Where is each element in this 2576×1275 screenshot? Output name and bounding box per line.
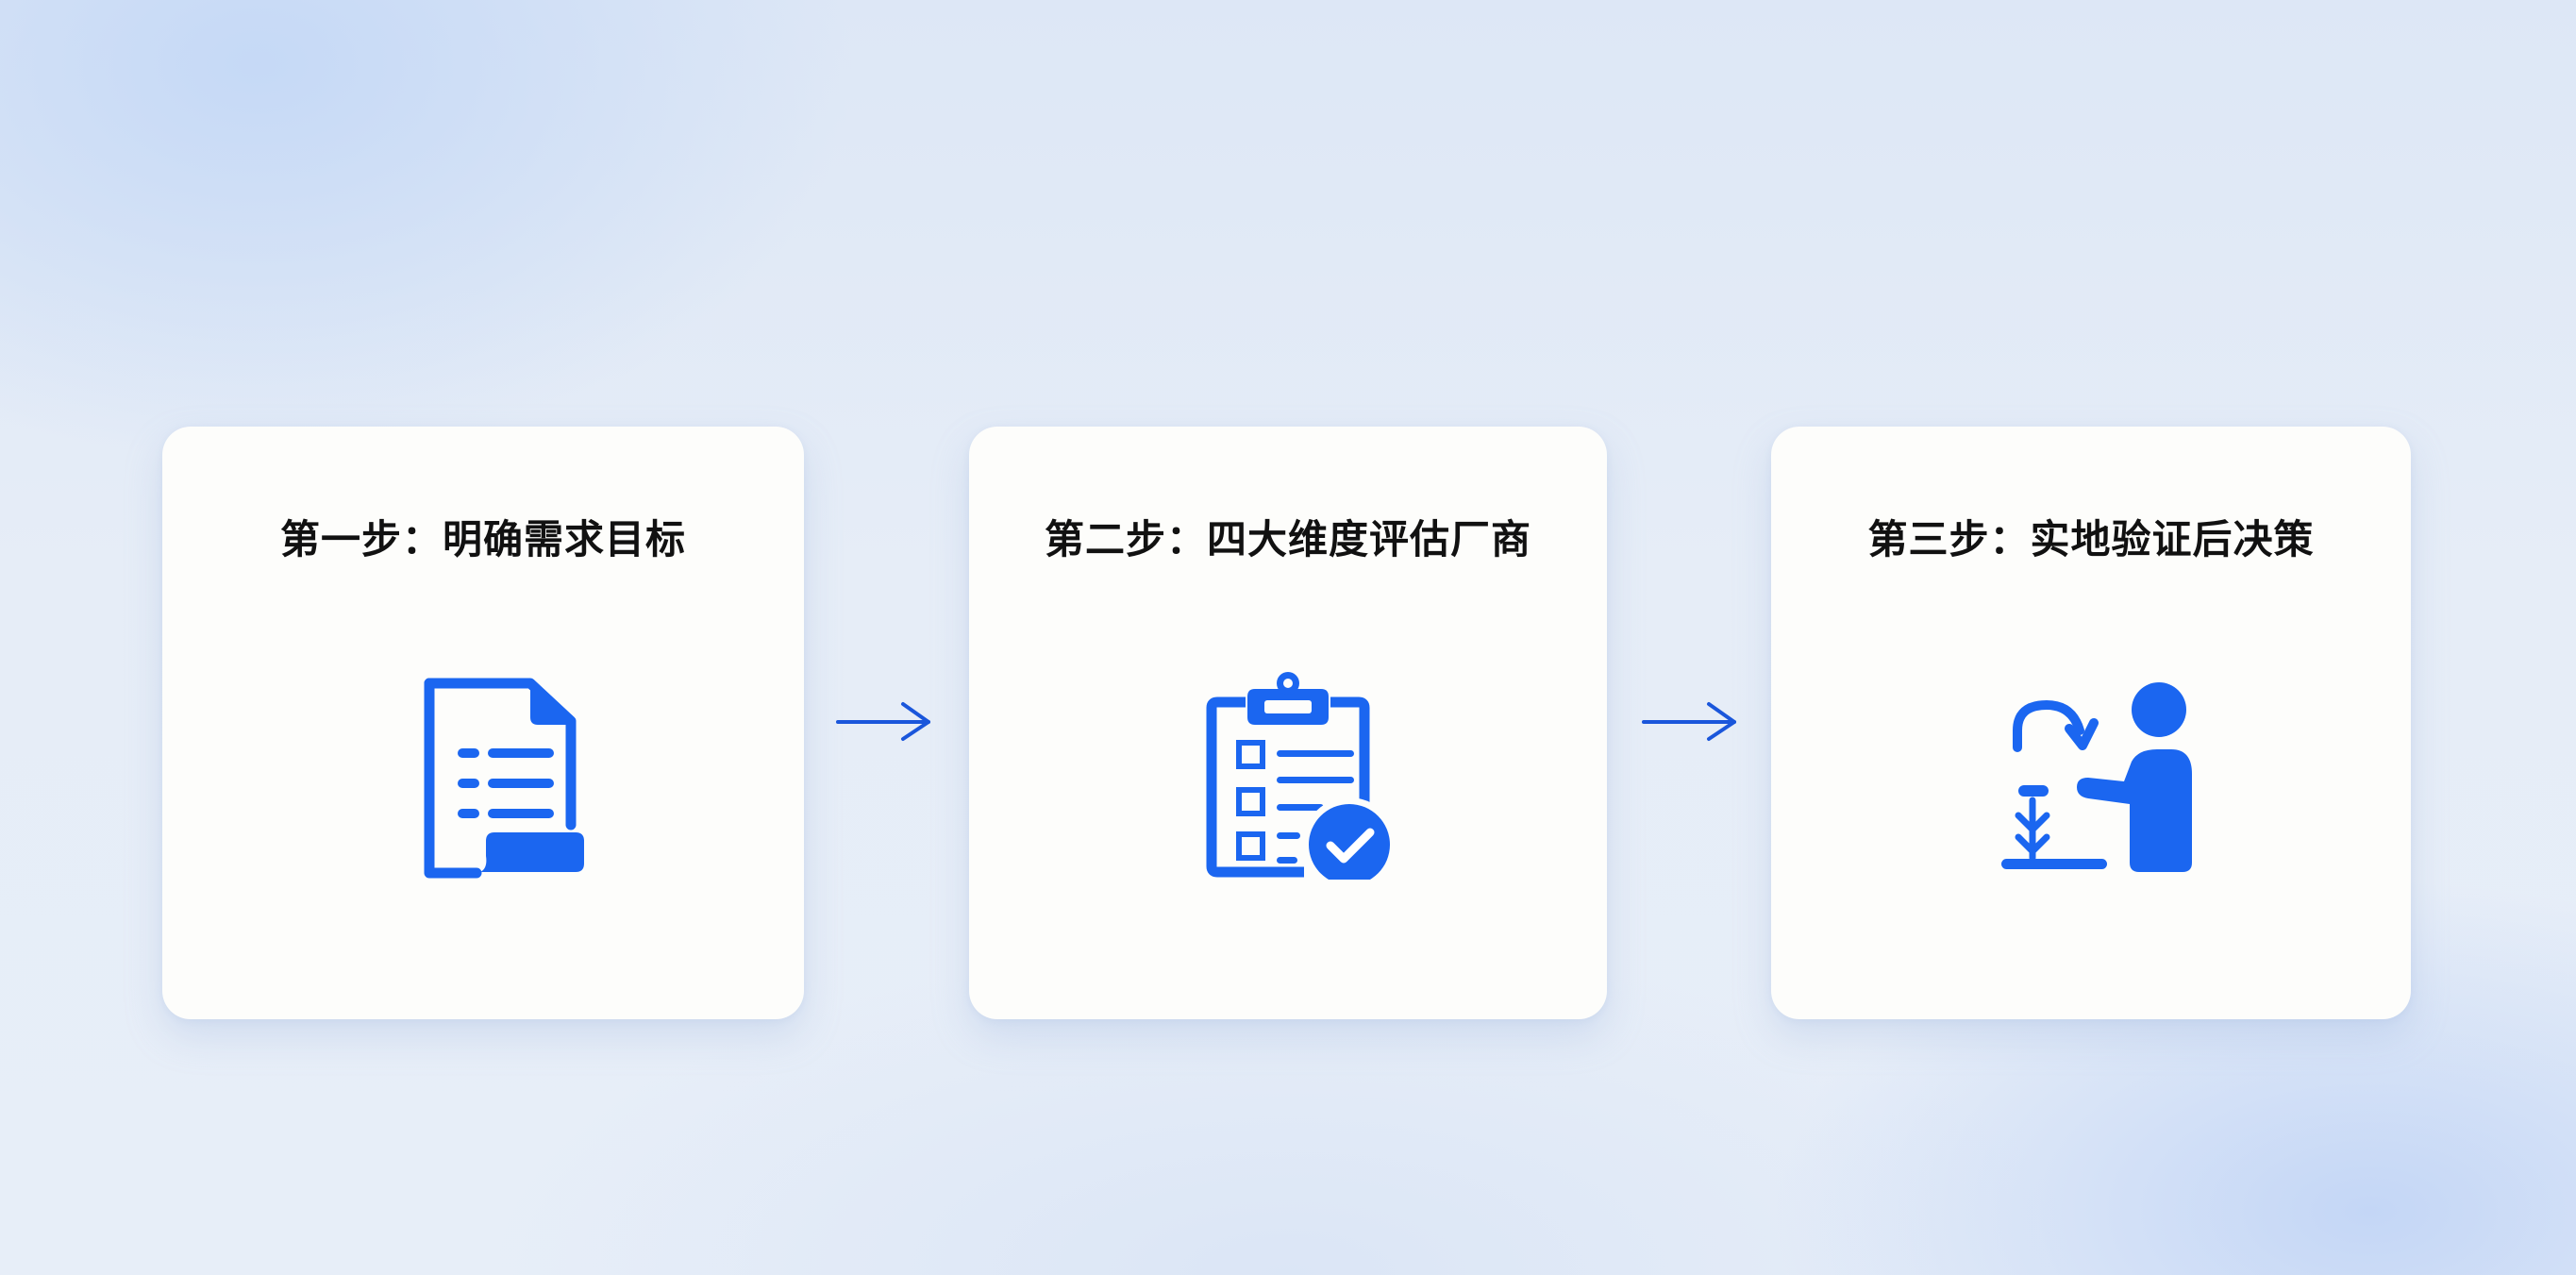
person-field-verification-icon [1982, 663, 2200, 880]
document-list-icon [375, 663, 592, 880]
step-card-2: 第二步：四大维度评估厂商 [969, 427, 1607, 1019]
step-title: 第三步：实地验证后决策 [1867, 516, 2315, 562]
step-card-3: 第三步：实地验证后决策 [1771, 427, 2411, 1019]
arrow-right-icon [834, 698, 938, 746]
step-card-1: 第一步：明确需求目标 [162, 427, 804, 1019]
step-title: 第二步：四大维度评估厂商 [1044, 516, 1531, 562]
arrow-right-icon [1640, 698, 1744, 746]
step-title: 第一步：明确需求目标 [279, 516, 686, 562]
clipboard-checklist-icon [1179, 663, 1397, 880]
